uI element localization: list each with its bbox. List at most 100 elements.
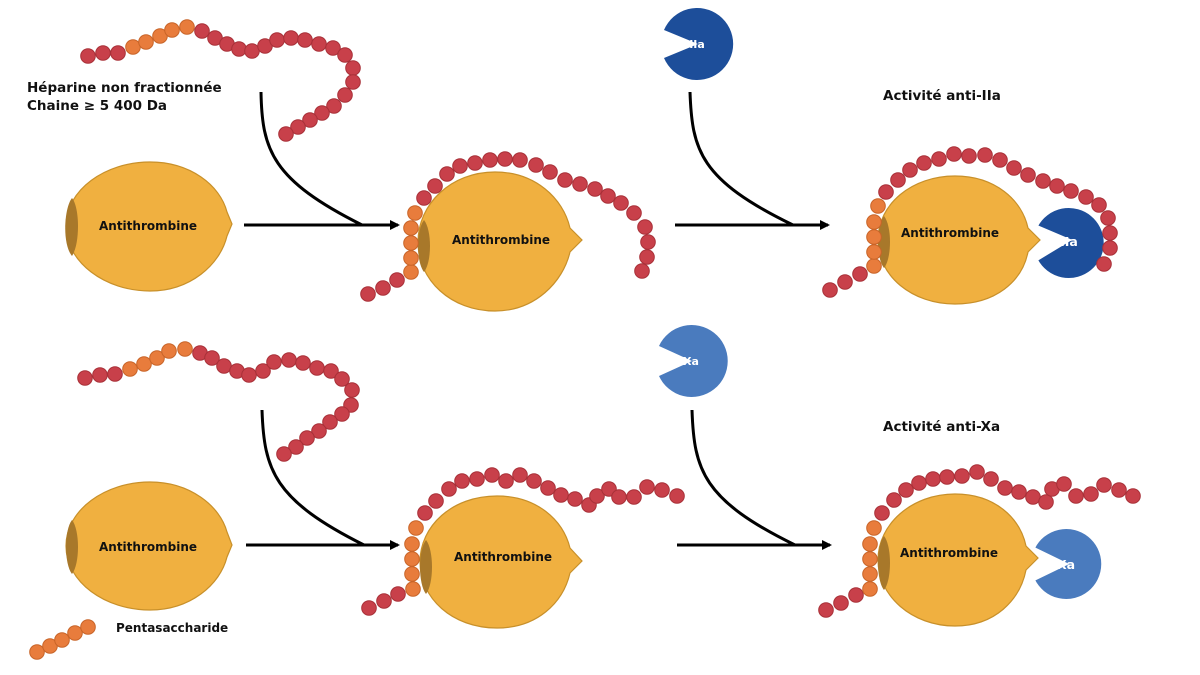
saccharide-bead xyxy=(969,464,985,480)
saccharide-bead xyxy=(1102,240,1118,256)
saccharide-bead xyxy=(231,41,247,57)
antithrombin-binding-site xyxy=(878,536,890,590)
pentasaccharide-bead xyxy=(138,34,154,50)
saccharide-bead xyxy=(376,593,392,609)
top-row: Héparine non fractionnée Chaine ≥ 5 400 … xyxy=(27,8,1118,312)
saccharide-bead xyxy=(1035,173,1051,189)
saccharide-bead xyxy=(288,439,304,455)
saccharide-bead xyxy=(452,158,468,174)
saccharide-bead xyxy=(1083,486,1099,502)
pentasaccharide-bead xyxy=(136,356,152,372)
saccharide-bead xyxy=(1056,476,1072,492)
saccharide-bead xyxy=(322,414,338,430)
saccharide-bead xyxy=(542,164,558,180)
pentasaccharide-bead xyxy=(403,235,419,251)
heparin-chain-free xyxy=(80,19,361,142)
saccharide-bead xyxy=(390,586,406,602)
antithrombin-label: Antithrombine xyxy=(99,219,197,233)
pentasaccharide-bead xyxy=(404,566,420,582)
antithrombin-binding-site xyxy=(418,220,430,272)
pentasaccharide-bead xyxy=(405,581,421,597)
heparin-chain-size: Chaine ≥ 5 400 Da xyxy=(27,98,167,114)
saccharide-bead xyxy=(886,492,902,508)
saccharide-bead xyxy=(512,152,528,168)
antithrombin-pentasaccharide-complex: Antithrombine xyxy=(361,467,685,629)
antithrombin-label: Antithrombine xyxy=(99,540,197,554)
saccharide-bead xyxy=(916,155,932,171)
saccharide-bead xyxy=(818,602,834,618)
antithrombin-binding-site xyxy=(66,520,78,574)
saccharide-bead xyxy=(833,595,849,611)
saccharide-bead xyxy=(1102,225,1118,241)
saccharide-bead xyxy=(540,480,556,496)
saccharide-bead xyxy=(92,367,108,383)
saccharide-bead xyxy=(439,166,455,182)
factor-IIa-free: IIa xyxy=(664,8,734,81)
saccharide-bead xyxy=(1006,160,1022,176)
saccharide-bead xyxy=(1096,256,1112,272)
pentasaccharide-bead xyxy=(866,258,882,274)
saccharide-bead xyxy=(1025,489,1041,505)
saccharide-bead xyxy=(925,471,941,487)
saccharide-bead xyxy=(1038,494,1054,510)
saccharide-bead xyxy=(417,505,433,521)
pentasaccharide-chain xyxy=(29,619,96,660)
pentasaccharide-bead xyxy=(149,350,165,366)
factor-IIa-label: IIa xyxy=(1060,234,1078,249)
saccharide-bead xyxy=(983,471,999,487)
pentasaccharide-bead xyxy=(408,520,424,536)
saccharide-bead xyxy=(961,148,977,164)
pentasaccharide-bead xyxy=(29,644,45,660)
saccharide-bead xyxy=(107,366,123,382)
heparin-chain-free xyxy=(77,341,360,462)
saccharide-bead xyxy=(654,482,670,498)
saccharide-bead xyxy=(822,282,838,298)
pentasaccharide-bead xyxy=(179,19,195,35)
pentasaccharide-bead xyxy=(177,341,193,357)
pentasaccharide-bead xyxy=(403,220,419,236)
pentasaccharide-bead xyxy=(866,214,882,230)
saccharide-bead xyxy=(290,119,306,135)
saccharide-bead xyxy=(528,157,544,173)
anti-IIa-activity-label: Activité anti-IIa xyxy=(883,88,1001,104)
saccharide-bead xyxy=(977,147,993,163)
saccharide-bead xyxy=(526,473,542,489)
pentasaccharide-bead xyxy=(161,343,177,359)
saccharide-bead xyxy=(375,280,391,296)
pentasaccharide-label: Pentasaccharide xyxy=(116,621,228,635)
saccharide-bead xyxy=(283,30,299,46)
saccharide-bead xyxy=(874,505,890,521)
saccharide-bead xyxy=(309,360,325,376)
heparin-chain-bridging xyxy=(822,146,1118,298)
saccharide-bead xyxy=(911,475,927,491)
saccharide-bead xyxy=(441,481,457,497)
antithrombin-Xa-complex: Antithrombine Xa xyxy=(818,464,1141,627)
saccharide-bead xyxy=(297,32,313,48)
saccharide-bead xyxy=(244,43,260,59)
saccharide-bead xyxy=(482,152,498,168)
saccharide-bead xyxy=(1100,210,1116,226)
saccharide-bead xyxy=(337,47,353,63)
saccharide-bead xyxy=(931,151,947,167)
factor-Xa-bound xyxy=(1032,527,1104,601)
saccharide-bead xyxy=(77,370,93,386)
saccharide-bead xyxy=(611,489,627,505)
saccharide-bead xyxy=(1078,189,1094,205)
saccharide-bead xyxy=(1125,488,1141,504)
saccharide-bead xyxy=(337,87,353,103)
arrow-inhibition-IIa xyxy=(675,91,830,230)
saccharide-bead xyxy=(314,105,330,121)
saccharide-bead xyxy=(1096,477,1112,493)
saccharide-bead xyxy=(878,184,894,200)
factor-IIa-label: IIa xyxy=(689,38,705,51)
saccharide-bead xyxy=(467,155,483,171)
factor-Xa-label: Xa xyxy=(1057,557,1075,572)
saccharide-bead xyxy=(194,23,210,39)
saccharide-bead xyxy=(454,473,470,489)
saccharide-bead xyxy=(640,234,656,250)
saccharide-bead xyxy=(902,162,918,178)
saccharide-bead xyxy=(567,491,583,507)
pentasaccharide-bead xyxy=(403,264,419,280)
saccharide-bead xyxy=(637,219,653,235)
saccharide-bead xyxy=(323,363,339,379)
